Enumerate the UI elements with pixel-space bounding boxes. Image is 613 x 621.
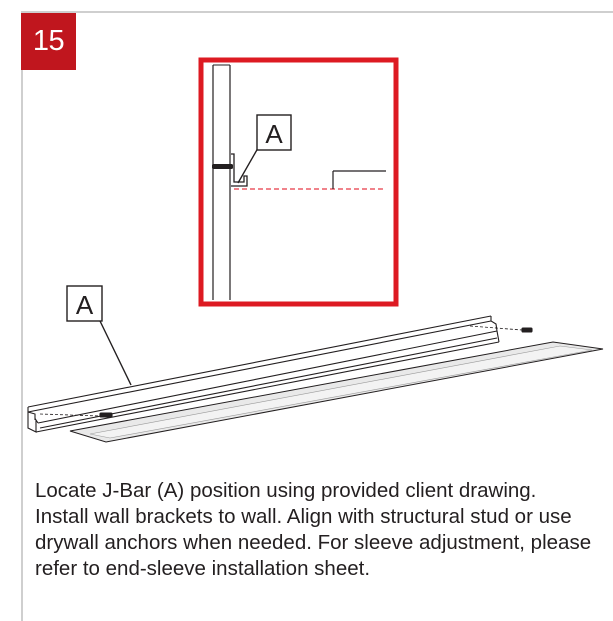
installation-illustration: A A bbox=[27, 57, 604, 443]
detail-inset-border bbox=[198, 57, 399, 307]
step-number-badge: 15 bbox=[21, 13, 76, 70]
main-leader-line bbox=[99, 320, 132, 386]
main-label-box bbox=[66, 285, 103, 322]
detail-inset: A bbox=[198, 57, 399, 307]
main-j-bar-view: A bbox=[27, 285, 604, 443]
left-screw-dashed bbox=[39, 413, 101, 417]
main-label-a: A bbox=[76, 290, 94, 320]
left-screw-icon bbox=[99, 412, 113, 418]
detail-leader-line bbox=[237, 147, 259, 184]
instructions-text: Locate J-Bar (A) position using provided… bbox=[35, 479, 592, 580]
sleeve-plate-inner bbox=[89, 345, 593, 439]
detail-label-box bbox=[256, 114, 292, 151]
right-screw-dashed bbox=[469, 325, 523, 331]
frame-left-border bbox=[21, 11, 23, 621]
right-screw-icon bbox=[521, 327, 533, 333]
frame-top-border bbox=[21, 11, 613, 13]
screw-icon bbox=[212, 164, 233, 169]
j-bar-profile bbox=[231, 153, 248, 187]
detail-label-a: A bbox=[265, 119, 283, 149]
